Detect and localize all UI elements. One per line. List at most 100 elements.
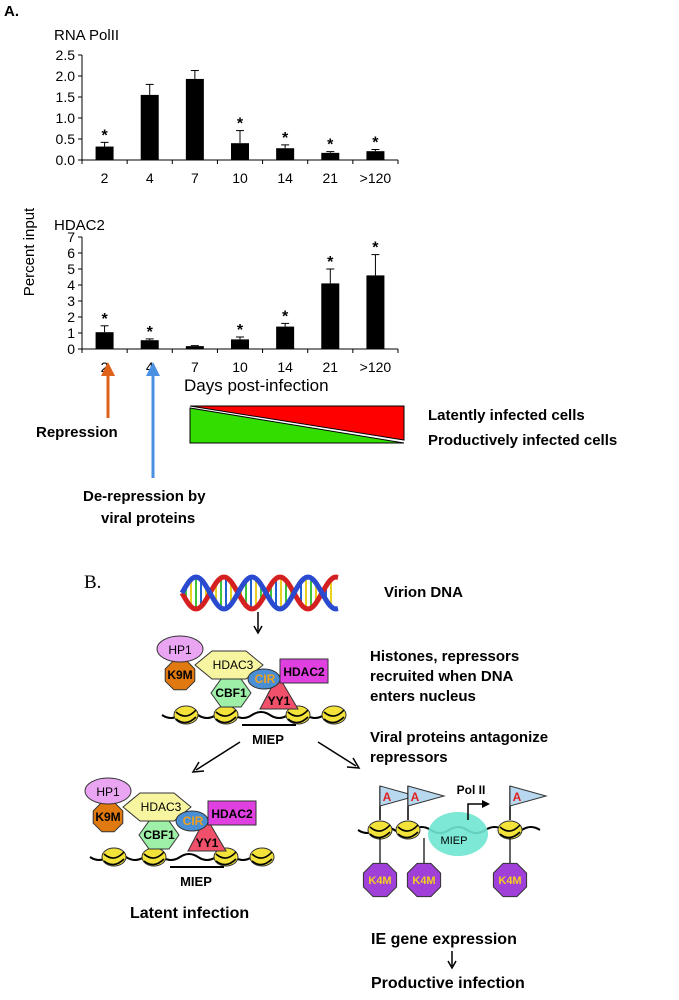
productive-cells-label: Productively infected cells — [428, 432, 617, 449]
k4m-label: K4M — [412, 875, 435, 887]
nucleosome-body — [249, 847, 275, 867]
nucleosome-dna-wrap — [143, 851, 165, 859]
dna-strand-red — [179, 574, 339, 612]
hdac2-shape — [207, 800, 257, 826]
acetyl-flag-icon: A — [407, 785, 446, 820]
bar — [185, 346, 204, 349]
nucleosome — [141, 847, 167, 867]
hp1-shape — [156, 635, 204, 663]
nucleosome-body — [173, 705, 199, 725]
y-tick-label: 0.0 — [56, 152, 76, 168]
hdac2-shape — [279, 658, 329, 684]
hp1-label: HP1 — [96, 785, 120, 799]
y-tick-label: 2 — [67, 309, 75, 325]
bar — [140, 94, 159, 160]
nucleosome-dna-wrap — [323, 709, 345, 717]
nucleosome-body — [101, 847, 127, 867]
cbf1-label: CBF1 — [143, 828, 175, 842]
panel-a-label: A. — [4, 3, 19, 20]
hdac2-label: HDAC2 — [283, 665, 325, 679]
y-tick-label: 0.5 — [56, 131, 76, 147]
down-arrow-icon — [253, 612, 263, 635]
x-axis-label: Days post-infection — [184, 376, 329, 395]
hdac3-shape — [122, 792, 192, 822]
nucleosome — [173, 705, 199, 725]
nucleosome — [395, 820, 421, 840]
transcription-start-arrowhead — [482, 800, 490, 808]
bar — [321, 152, 340, 160]
latent-cells-label: Latently infected cells — [428, 407, 585, 424]
nucleosome — [497, 820, 523, 840]
nucleosome-dna-wrap — [369, 831, 391, 839]
nucleosome-dna-wrap — [499, 824, 521, 832]
x-tick-label: >120 — [360, 170, 392, 186]
nucleosome-dna-wrap — [287, 716, 309, 724]
y-tick-label: 3 — [67, 293, 75, 309]
repression-arrow — [101, 362, 115, 418]
arrow-to-latent-icon — [191, 741, 241, 773]
nucleosome-dna-wrap — [323, 716, 345, 724]
histones-label-line3: enters nucleus — [370, 688, 476, 705]
nucleosome — [213, 847, 239, 867]
nucleosome-dna-wrap — [175, 709, 197, 717]
x-tick-label: 10 — [232, 359, 248, 375]
derepression-label-line1: De-repression by — [83, 488, 206, 505]
y-tick-label: 1 — [67, 325, 75, 341]
bar — [276, 326, 295, 349]
hdac3-shape — [194, 650, 264, 680]
k9m-shape — [164, 659, 196, 691]
bar — [185, 78, 204, 160]
histones-label-line1: Histones, repressors — [370, 648, 519, 665]
cbf1-label: CBF1 — [215, 686, 247, 700]
bar — [276, 148, 295, 160]
y-tick-label: 1.0 — [56, 110, 76, 126]
nucleosome-dna-wrap — [251, 858, 273, 866]
derepression-label-line2: viral proteins — [101, 510, 195, 527]
nucleosome-body — [395, 820, 421, 840]
nucleosome-dna-wrap — [103, 851, 125, 859]
flag-body — [407, 785, 446, 807]
k9m-label: K9M — [167, 668, 192, 682]
nucleosome — [367, 820, 393, 840]
bar — [231, 143, 249, 160]
ie-expression-label: IE gene expression — [371, 931, 517, 948]
nucleosome-dna-wrap — [215, 716, 237, 724]
virion-dna-label: Virion DNA — [384, 584, 463, 601]
significance-asterisk: * — [327, 254, 334, 271]
y-tick-label: 2.5 — [56, 47, 76, 63]
infection-wedges — [189, 405, 405, 444]
acetyl-label: A — [383, 790, 392, 804]
x-tick-label: 7 — [191, 359, 199, 375]
flag-body — [379, 785, 418, 807]
nucleosome-dna-wrap — [397, 831, 419, 839]
nucleosome-dna-wrap — [175, 716, 197, 724]
x-tick-label: 2 — [101, 359, 109, 375]
significance-asterisk: * — [237, 322, 244, 339]
miep-label: MIEP — [441, 835, 468, 847]
acetyl-label: A — [513, 790, 522, 804]
y-tick-label: 1.5 — [56, 89, 76, 105]
nucleosome-dna-wrap — [287, 709, 309, 717]
viral-label-line2: repressors — [370, 749, 448, 766]
acetyl-flag-icon: A — [379, 785, 418, 820]
nucleosome — [213, 705, 239, 725]
viral-label-line1: Viral proteins antagonize — [370, 729, 548, 746]
y-tick-label: 2.0 — [56, 68, 76, 84]
panel-b-label: B. — [84, 572, 101, 593]
miep-label: MIEP — [180, 874, 212, 889]
significance-asterisk: * — [327, 137, 334, 154]
k9m-label: K9M — [95, 810, 120, 824]
hdac3-label: HDAC3 — [141, 800, 182, 814]
bar — [366, 151, 385, 160]
hdac2-label: HDAC2 — [211, 807, 253, 821]
nucleosome-dna-wrap — [103, 858, 125, 866]
k4m-label: K4M — [368, 875, 391, 887]
y-tick-label: 4 — [67, 277, 75, 293]
y-tick-label: 5 — [67, 261, 75, 277]
nucleosome — [249, 847, 275, 867]
nucleosome-dna-wrap — [215, 851, 237, 859]
pol2-blob — [428, 812, 488, 856]
